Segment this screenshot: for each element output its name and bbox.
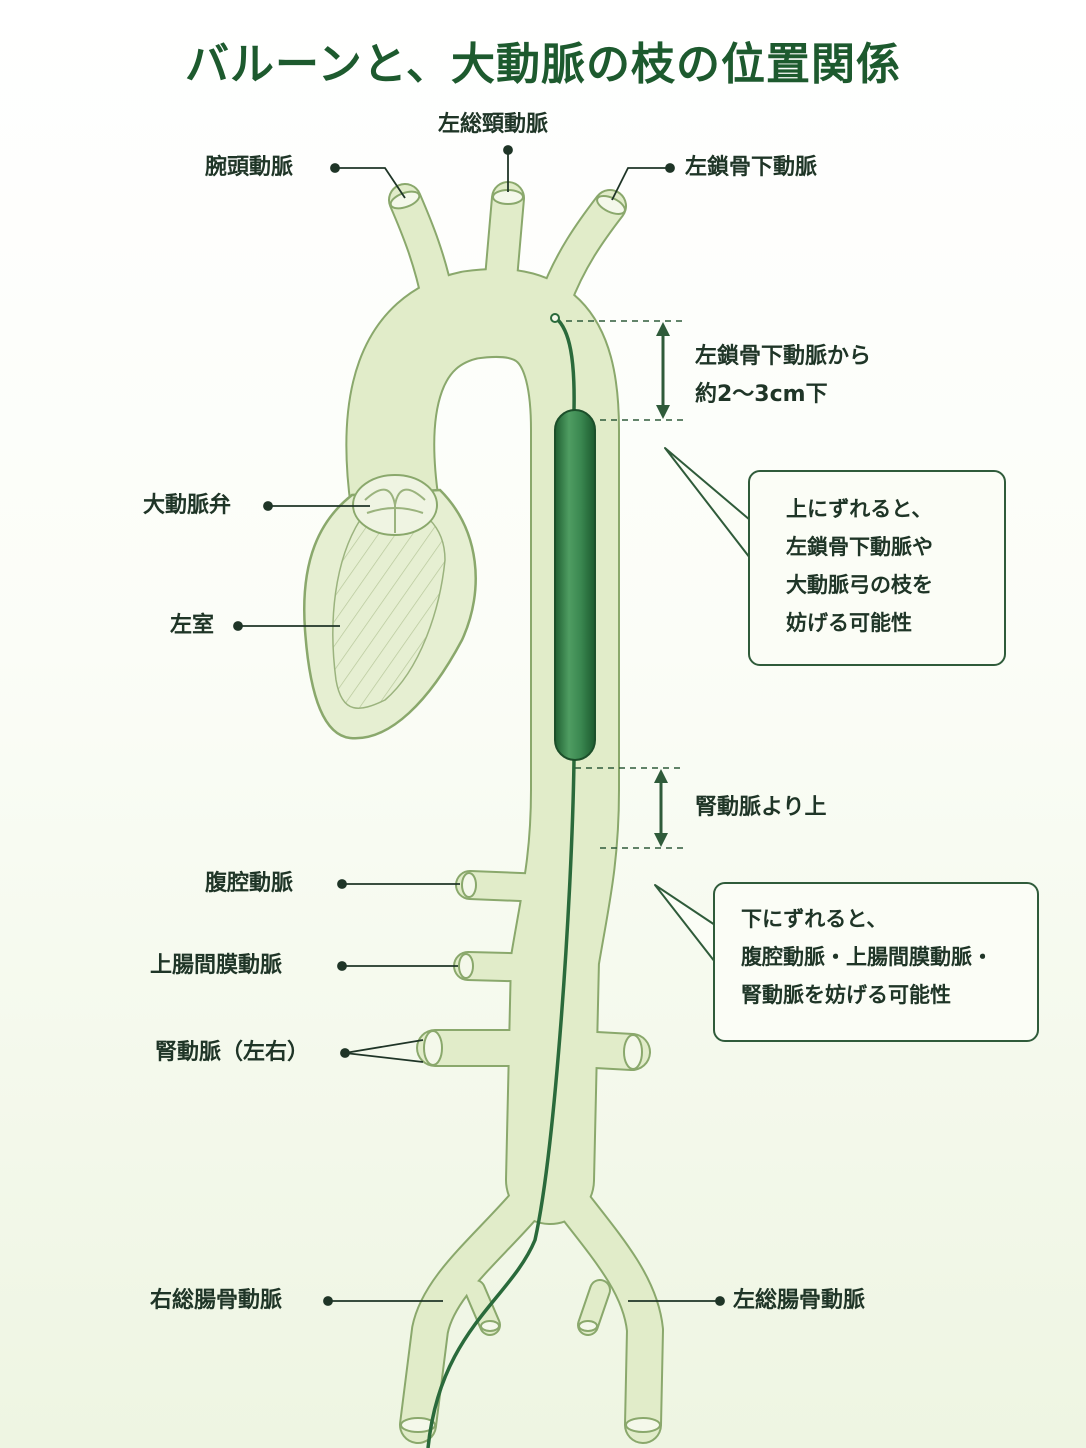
aortic-valve-label: 大動脈弁 (143, 493, 232, 518)
aortic-valve (352, 474, 438, 536)
measurement-markers (566, 320, 685, 849)
brachiocephalic-artery-label: 腕頭動脈 (205, 155, 294, 180)
celiac-artery-label: 腹腔動脈 (205, 871, 294, 896)
left-ventricle-cavity (332, 504, 446, 709)
leader-lines (233, 145, 725, 1306)
callout-line: 妨げる可能性 (786, 611, 912, 635)
balloon-catheter (426, 313, 596, 1448)
heart (303, 474, 477, 740)
lower-callout-box: 下にずれると、 腹腔動脈・上腸間膜動脈・ 腎動脈を妨げる可能性 (713, 882, 1039, 1042)
lower-measurement-note: 腎動脈より上 (695, 795, 827, 820)
left-subclavian-label: 左鎖骨下動脈 (685, 155, 818, 180)
upper-measurement-line: 約2～3cm下 (695, 382, 828, 407)
callout-line: 下にずれると、 (741, 907, 888, 931)
callout-line: 腹腔動脈・上腸間膜動脈・ (741, 945, 993, 969)
left-common-carotid-label: 左総頸動脈 (438, 112, 549, 137)
callout-line: 腎動脈を妨げる可能性 (741, 983, 951, 1007)
catheter-line (426, 316, 576, 1448)
left-ventricle-label: 左室 (170, 613, 215, 638)
sma-label: 上腸間膜動脈 (150, 953, 283, 978)
intra-aortic-balloon (554, 409, 596, 761)
upper-callout-box: 上にずれると、 左鎖骨下動脈や 大動脈弓の枝を 妨げる可能性 (748, 470, 1006, 666)
left-common-iliac-label: 左総腸骨動脈 (733, 1288, 866, 1313)
vessel-openings (389, 189, 661, 1433)
callout-line: 左鎖骨下動脈や (786, 535, 933, 559)
upper-measurement-line: 左鎖骨下動脈から (695, 344, 872, 369)
right-common-iliac-label: 右総腸骨動脈 (150, 1288, 283, 1313)
renal-artery-label: 腎動脈（左右） (155, 1040, 310, 1065)
callout-line: 上にずれると、 (786, 497, 933, 521)
callout-pointers (654, 447, 751, 963)
vessel-fill-layer (347, 183, 662, 1442)
upper-measurement-note: 左鎖骨下動脈から 約2～3cm下 (695, 338, 871, 414)
page-title: バルーンと、大動脈の枝の位置関係 (184, 39, 902, 90)
catheter-tip (550, 313, 560, 323)
callout-line: 大動脈弓の枝を (786, 573, 933, 597)
